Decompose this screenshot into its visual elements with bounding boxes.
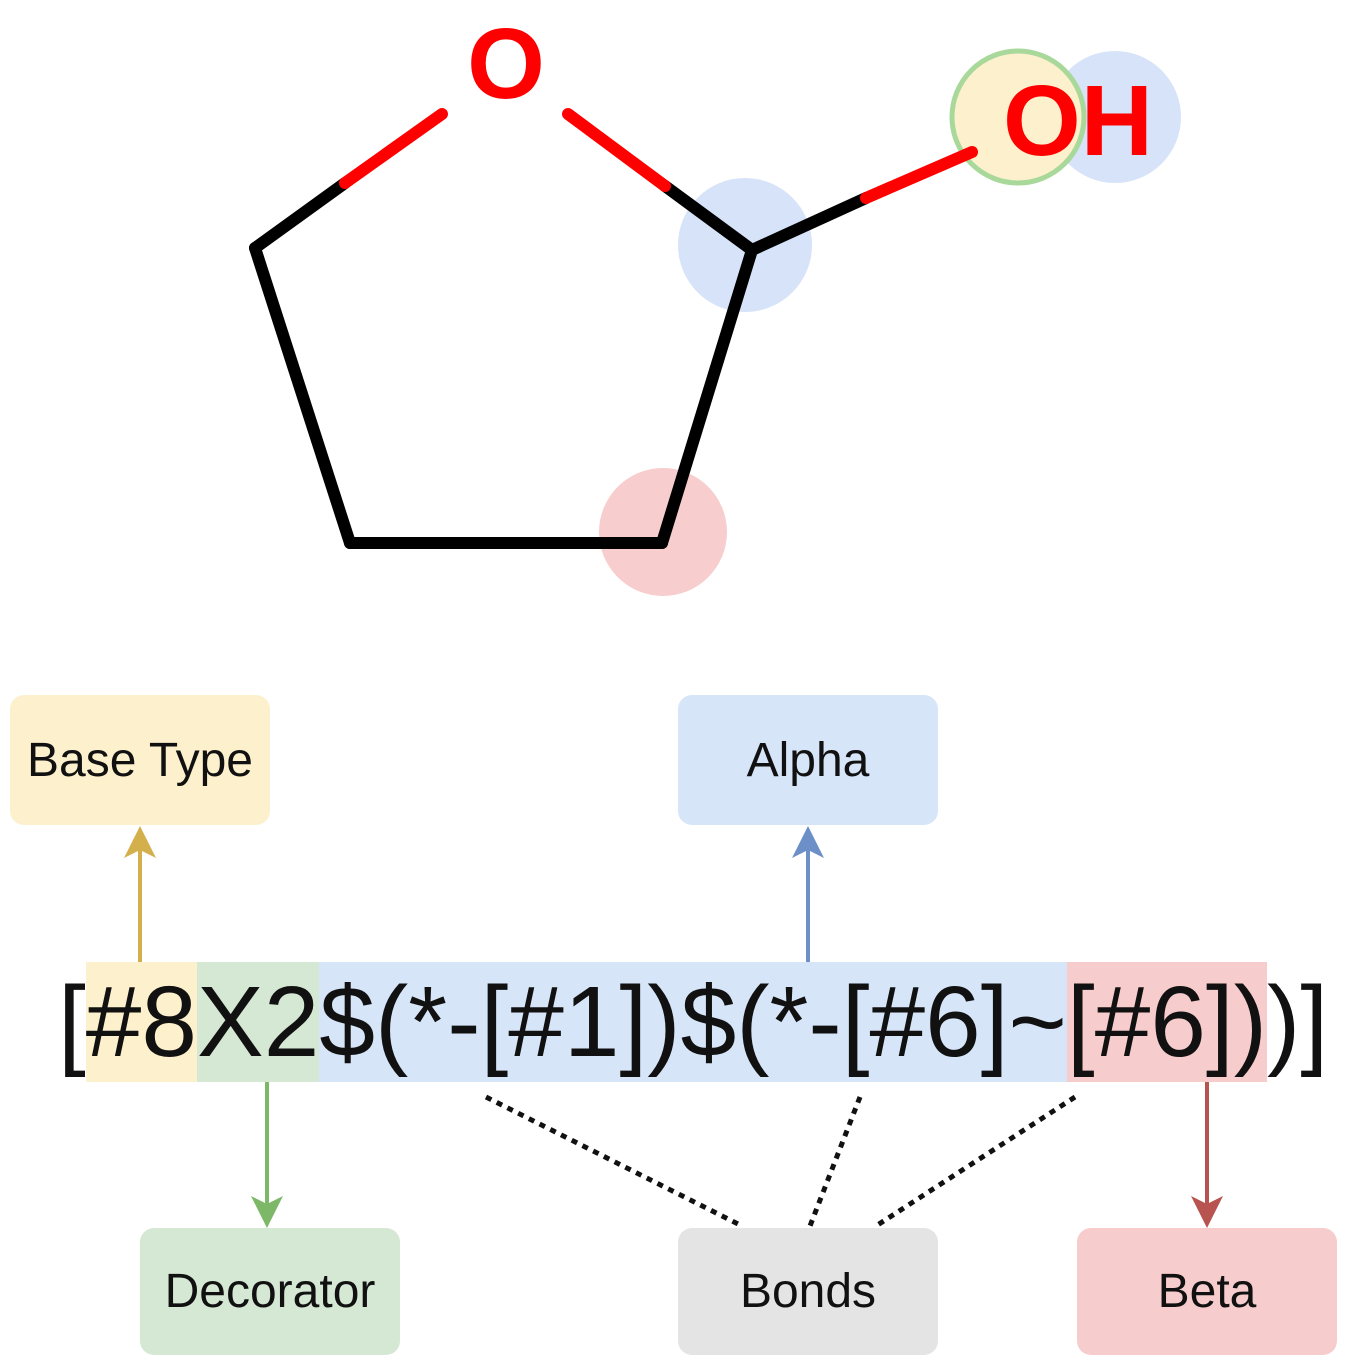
alpha-box: Alpha: [678, 695, 938, 825]
hydroxyl-label: OH: [1003, 65, 1153, 177]
decorator-box: Decorator: [140, 1228, 400, 1355]
smarts-open-bracket: [: [58, 966, 86, 1078]
smarts-beta: [#6]): [1066, 962, 1268, 1082]
smarts-close: )]: [1267, 966, 1329, 1078]
base-atom-highlight: [949, 48, 1087, 186]
bonds-label: Bonds: [739, 1265, 877, 1318]
smarts-pattern: [ #8 X2 $(*-[#1])$(*-[#6]~ [#6]) )]: [58, 962, 1328, 1082]
bonds-box: Bonds: [678, 1228, 938, 1355]
beta-label: Beta: [1157, 1265, 1257, 1318]
base-type-box: Base Type: [10, 695, 270, 825]
ring-bonds: [249, 108, 978, 549]
base-type-arrow: [124, 826, 156, 965]
ring-oxygen-label: O: [467, 8, 545, 120]
smarts-decorator: X2: [197, 962, 320, 1082]
decorator-label: Decorator: [164, 1265, 376, 1318]
bond-connectors: [484, 1094, 1077, 1229]
smarts-alpha: $(*-[#1])$(*-[#6]~: [319, 962, 1067, 1082]
base-type-label: Base Type: [27, 733, 253, 787]
beta-box: Beta: [1077, 1228, 1337, 1355]
hydrogen-highlight: [1049, 51, 1181, 183]
alpha-label: Alpha: [746, 733, 870, 787]
smarts-base-type: #8: [85, 962, 198, 1082]
beta-arrow: [1191, 1080, 1223, 1228]
alpha-arrow: [792, 826, 824, 965]
decorator-arrow: [251, 1080, 283, 1228]
